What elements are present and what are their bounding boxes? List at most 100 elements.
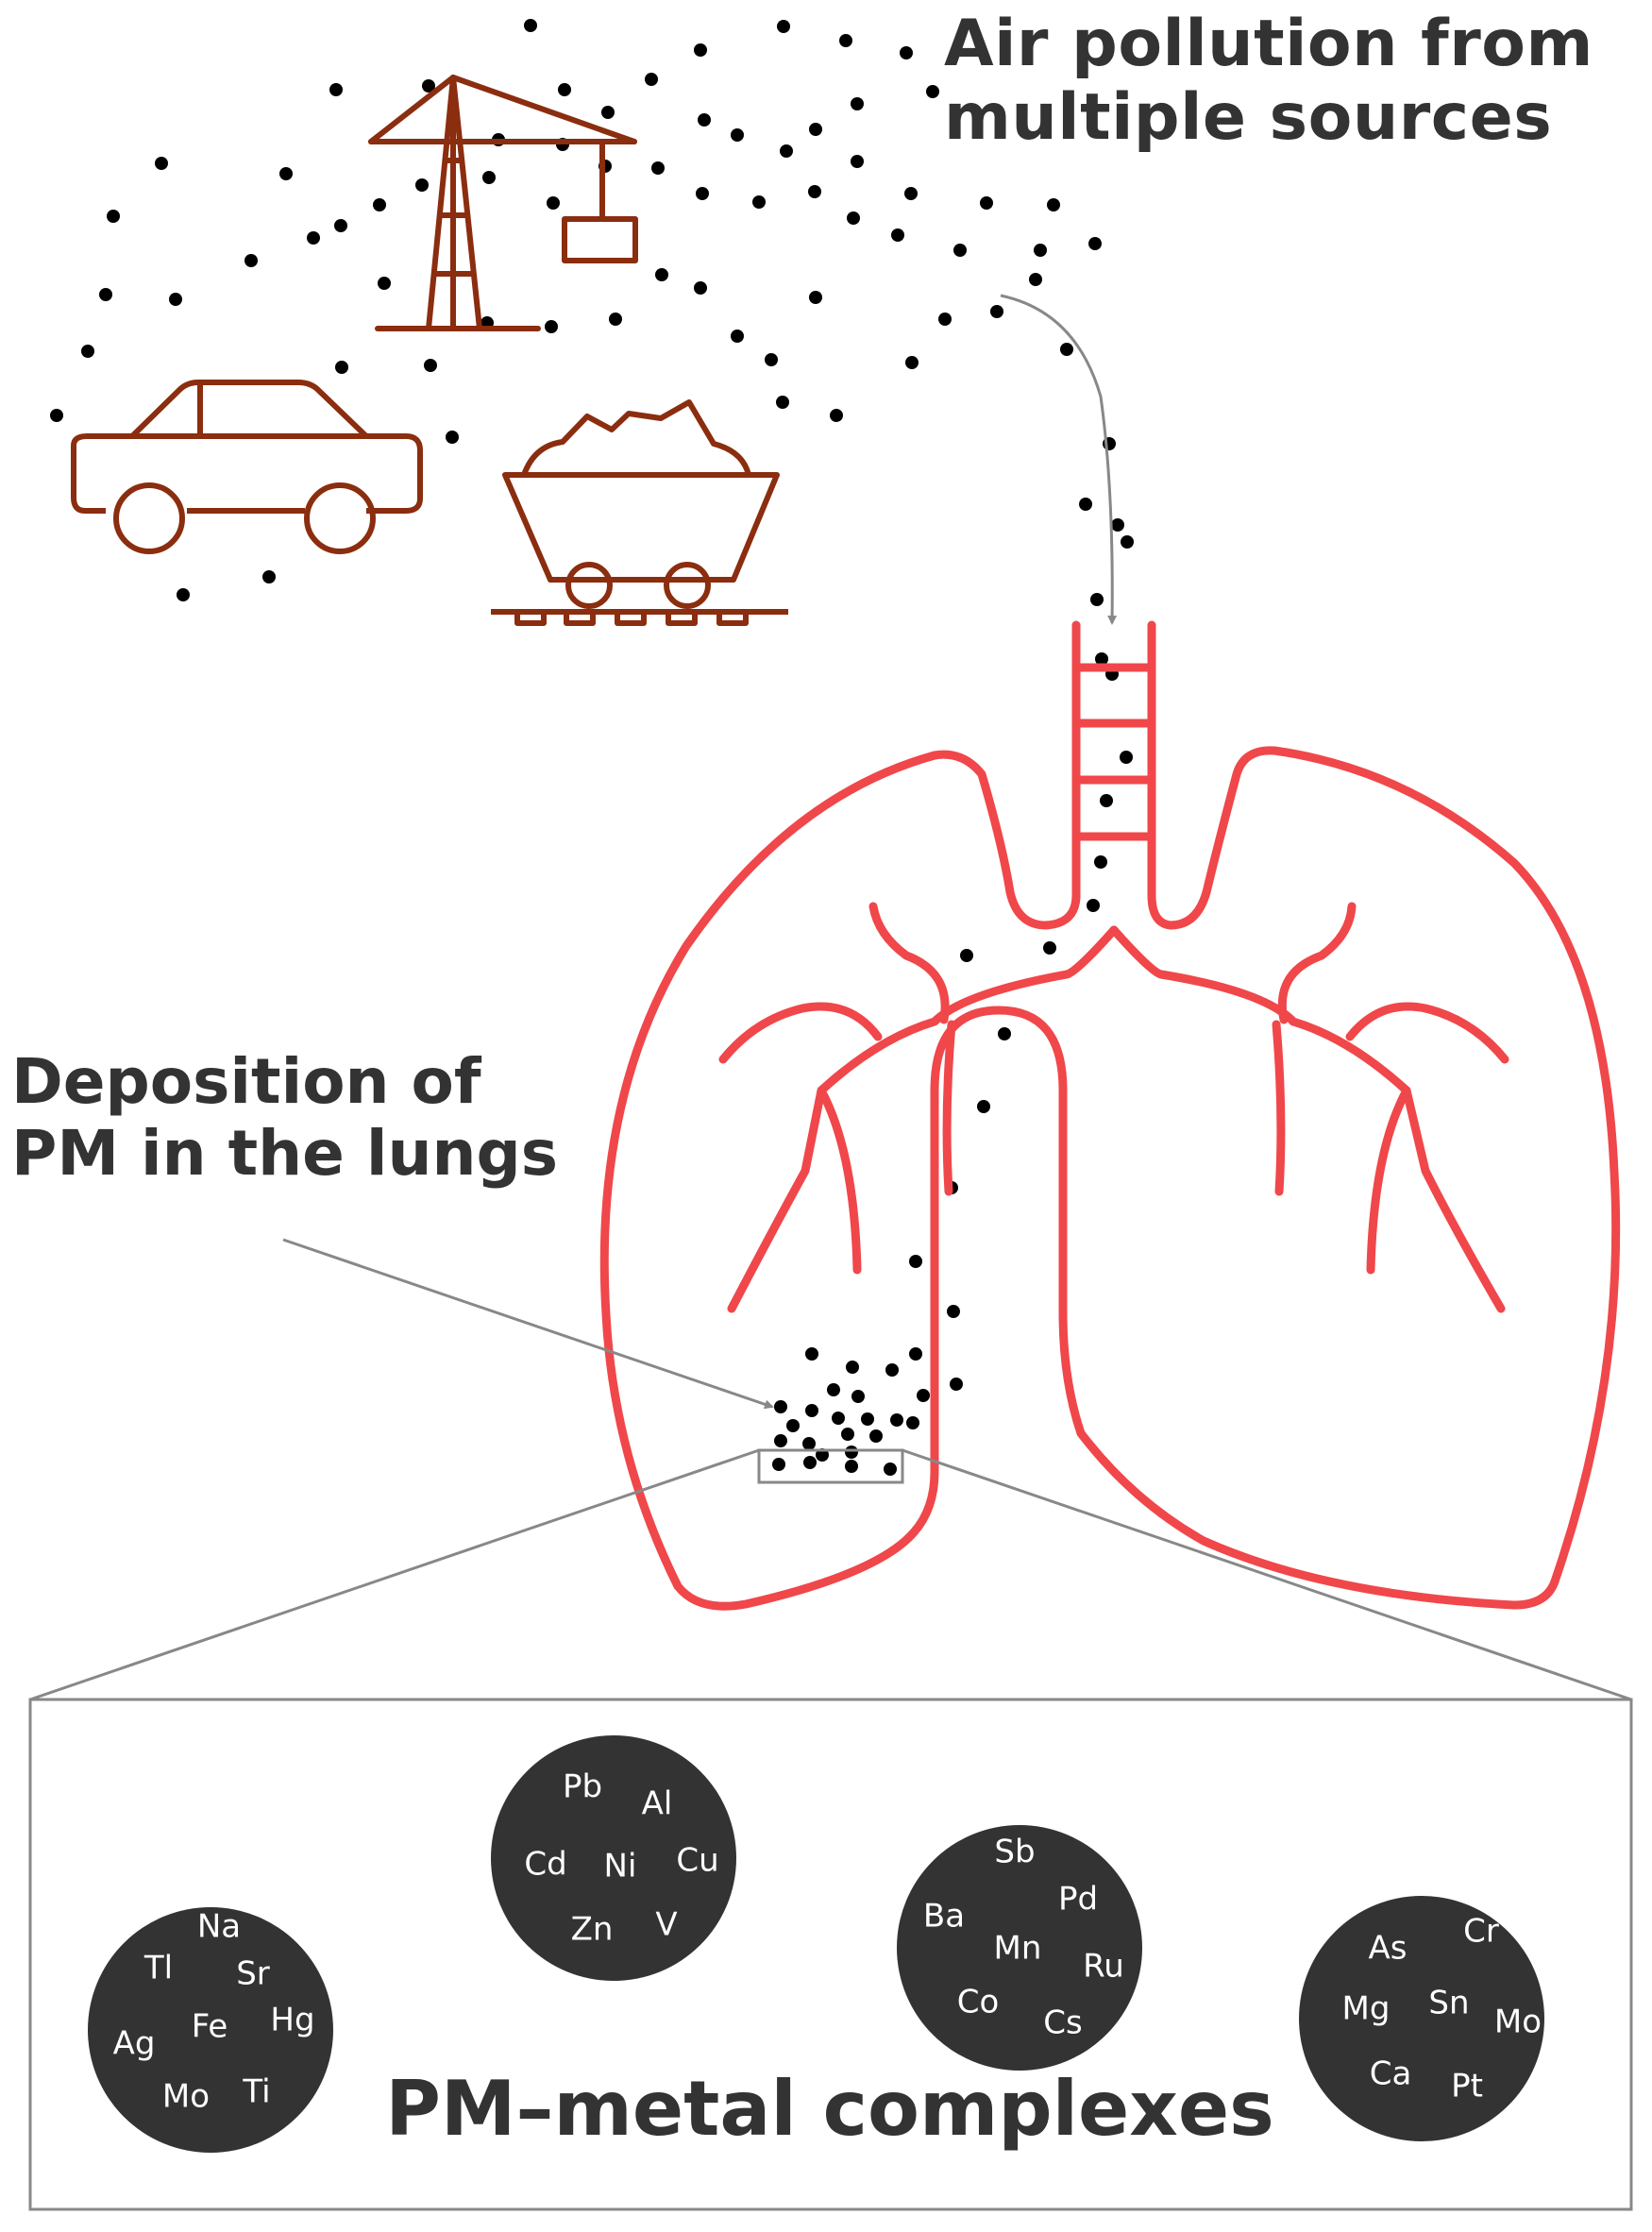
metal-element-label: Ca — [1370, 2055, 1412, 2093]
particle-dot — [953, 244, 967, 257]
metal-element-label: Ti — [242, 2073, 270, 2111]
particle-dot — [977, 1100, 990, 1113]
metal-element-label: As — [1369, 1930, 1408, 1968]
metal-element-label: Tl — [143, 1950, 173, 1987]
particle-dot — [906, 1416, 919, 1429]
particle-dot — [851, 97, 864, 110]
particle-dot — [334, 219, 347, 232]
particle-dot — [774, 1400, 787, 1413]
particle-dot — [885, 1363, 899, 1377]
particle-dot — [998, 1027, 1011, 1040]
particle-dot — [802, 1437, 816, 1450]
particle-dot — [169, 293, 182, 306]
crane-icon — [368, 75, 638, 331]
particle-dot — [1120, 751, 1133, 764]
particle-dot — [805, 1347, 818, 1361]
air-pollution-heading: Air pollution from multiple sources — [944, 7, 1593, 156]
particle-dot — [772, 1458, 785, 1471]
particle-dot — [1100, 794, 1113, 807]
particle-dot — [869, 1429, 883, 1443]
zoom-line-right — [902, 1448, 1632, 1701]
pm-particle-circle — [897, 1825, 1142, 2071]
particle-dot — [335, 361, 348, 374]
particle-dot — [890, 1413, 903, 1427]
metal-element-label: Ba — [923, 1898, 965, 1936]
zoom-line-left — [29, 1448, 760, 1701]
particle-dot — [851, 155, 864, 168]
particle-dot — [805, 1404, 818, 1417]
metal-element-label: Ni — [604, 1848, 637, 1885]
particle-dot — [1088, 237, 1102, 250]
particle-dot — [904, 187, 918, 200]
particle-dot — [50, 409, 63, 422]
particle-dot — [990, 305, 1003, 318]
particle-dot — [655, 268, 668, 281]
particle-dot — [851, 1390, 865, 1403]
particle-dot — [845, 1446, 858, 1459]
metal-element-label: Mg — [1342, 1990, 1391, 2028]
particle-dot — [107, 210, 120, 223]
particle-dot — [99, 288, 112, 301]
particle-dot — [765, 353, 778, 366]
metal-element-label: Co — [957, 1984, 1000, 2021]
particle-dot — [905, 356, 919, 369]
particle-dot — [609, 313, 622, 326]
particle-dot — [558, 83, 571, 96]
particle-dot — [446, 431, 459, 444]
particle-dot — [81, 345, 94, 358]
particle-dot — [803, 1456, 817, 1469]
pm-particle-circle — [491, 1735, 736, 1981]
particle-dot — [891, 228, 904, 242]
metal-element-label: Mo — [1494, 2004, 1542, 2041]
particle-dot — [547, 196, 560, 210]
particle-dot — [524, 19, 537, 32]
airborne-particles — [50, 19, 1134, 1476]
particle-dot — [307, 231, 320, 245]
particle-dot — [808, 185, 821, 198]
particle-dot — [731, 128, 744, 142]
particle-dot — [1111, 518, 1124, 532]
particle-dot — [926, 85, 939, 98]
deposition-arrow — [282, 1238, 774, 1410]
metal-element-label: V — [655, 1906, 677, 1944]
metal-element-label: Sn — [1428, 1985, 1469, 2022]
particle-dot — [415, 178, 429, 192]
particle-dot — [832, 1412, 845, 1425]
particle-dot — [696, 187, 709, 200]
particle-dot — [839, 34, 852, 47]
air-pollution-line-1: Air pollution from — [944, 7, 1593, 81]
particle-dot — [960, 949, 973, 962]
particle-dot — [424, 359, 437, 372]
deposition-line-1: Deposition of — [11, 1045, 481, 1118]
particle-dot — [846, 1361, 859, 1374]
particle-dot — [830, 409, 843, 422]
metal-element-label: Cs — [1043, 2004, 1082, 2042]
particle-dot — [1047, 198, 1060, 211]
particle-dot — [329, 83, 343, 96]
particle-dot — [845, 1460, 858, 1473]
metal-element-label: Cd — [524, 1846, 566, 1884]
particle-dot — [651, 161, 665, 175]
particle-dot — [847, 211, 860, 225]
car-icon — [71, 380, 423, 554]
metal-element-label: Cr — [1463, 1913, 1499, 1951]
particle-dot — [809, 291, 822, 304]
inhalation-arrow — [1000, 294, 1118, 625]
particle-dot — [378, 277, 391, 290]
air-pollution-line-2: multiple sources — [944, 80, 1553, 156]
particle-dot — [1087, 899, 1100, 912]
metal-element-label: Na — [197, 1908, 241, 1946]
particle-dot — [1121, 535, 1134, 549]
metal-element-label: Ru — [1083, 1948, 1124, 1986]
metal-element-label: Sb — [994, 1834, 1035, 1871]
particle-dot — [884, 1463, 897, 1476]
metal-element-label: Cu — [676, 1842, 718, 1880]
particle-dot — [900, 46, 913, 59]
